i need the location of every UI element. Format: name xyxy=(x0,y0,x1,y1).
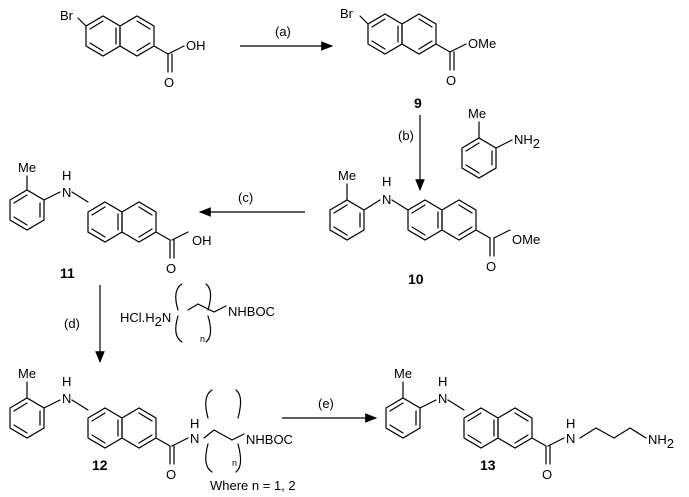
reagent-o-toluidine: Me NH2 xyxy=(461,106,540,179)
compound-number-10: 10 xyxy=(408,271,424,287)
atom-oh: OH xyxy=(186,38,206,53)
atom-me: Me xyxy=(338,168,356,183)
arrow-step-e: (e) xyxy=(282,396,378,423)
loop-n: n xyxy=(200,334,205,344)
atom-o: O xyxy=(166,467,176,482)
step-label-c: (c) xyxy=(238,190,253,205)
compound-10: Me H N O OMe 10 xyxy=(329,168,540,287)
atom-me: Me xyxy=(18,160,36,175)
loop-n: n xyxy=(232,458,237,468)
compound-13: Me H N O N H NH2 13 xyxy=(385,366,674,482)
atom-me: Me xyxy=(394,366,412,381)
atom-n: N xyxy=(62,391,71,406)
atom-h: H xyxy=(190,416,199,431)
atom-ome: OMe xyxy=(468,36,496,51)
atom-n: N xyxy=(62,185,71,200)
atom-h: H xyxy=(62,168,71,183)
atom-nhboc: NHBOC xyxy=(228,304,275,319)
compound-number-13: 13 xyxy=(480,457,496,473)
atom-nh2: NH2 xyxy=(514,132,540,151)
atom-o: O xyxy=(486,259,496,274)
start-material: Br O OH xyxy=(60,8,206,90)
arrow-step-d: (d) xyxy=(64,285,105,364)
step-label-d: (d) xyxy=(64,316,80,331)
reagent-amine: HCl.H2N n NHBOC xyxy=(120,283,275,344)
compound-12: Me H N O N H n NHBOC 12 Where n = 1, 2 xyxy=(9,366,296,493)
atom-br: Br xyxy=(340,6,354,21)
compound-11: Me H N O OH 11 xyxy=(9,160,212,281)
arrow-step-a: (a) xyxy=(240,24,334,51)
atom-n: N xyxy=(190,431,199,446)
atom-ome: OMe xyxy=(512,232,540,247)
atom-me: Me xyxy=(18,366,36,381)
arrow-step-b: (b) xyxy=(398,115,425,192)
atom-h: H xyxy=(438,374,447,389)
atom-oh: OH xyxy=(192,233,212,248)
loop-note: Where n = 1, 2 xyxy=(210,478,296,493)
atom-h: H xyxy=(62,374,71,389)
atom-nhboc: NHBOC xyxy=(246,432,293,447)
atom-n: N xyxy=(438,391,447,406)
step-label-e: (e) xyxy=(318,396,334,411)
atom-me: Me xyxy=(468,106,486,121)
atom-h: H xyxy=(566,416,575,431)
atom-o: O xyxy=(446,73,456,88)
atom-o: O xyxy=(166,261,176,276)
compound-9: Br O OMe 9 xyxy=(340,6,496,111)
compound-number-9: 9 xyxy=(414,95,422,111)
atom-h: H xyxy=(382,174,391,189)
atom-br: Br xyxy=(60,8,74,23)
atom-o: O xyxy=(164,75,174,90)
atom-nh2: NH2 xyxy=(648,432,674,451)
compound-number-11: 11 xyxy=(60,265,75,281)
step-label-a: (a) xyxy=(275,24,291,39)
atom-o: O xyxy=(542,467,552,482)
step-label-b: (b) xyxy=(398,128,414,143)
atom-n: N xyxy=(382,192,391,207)
reagent-hcl-h2n: HCl.H2N xyxy=(120,310,171,329)
atom-n: N xyxy=(566,431,575,446)
arrow-step-c: (c) xyxy=(198,190,305,217)
compound-number-12: 12 xyxy=(92,457,108,473)
